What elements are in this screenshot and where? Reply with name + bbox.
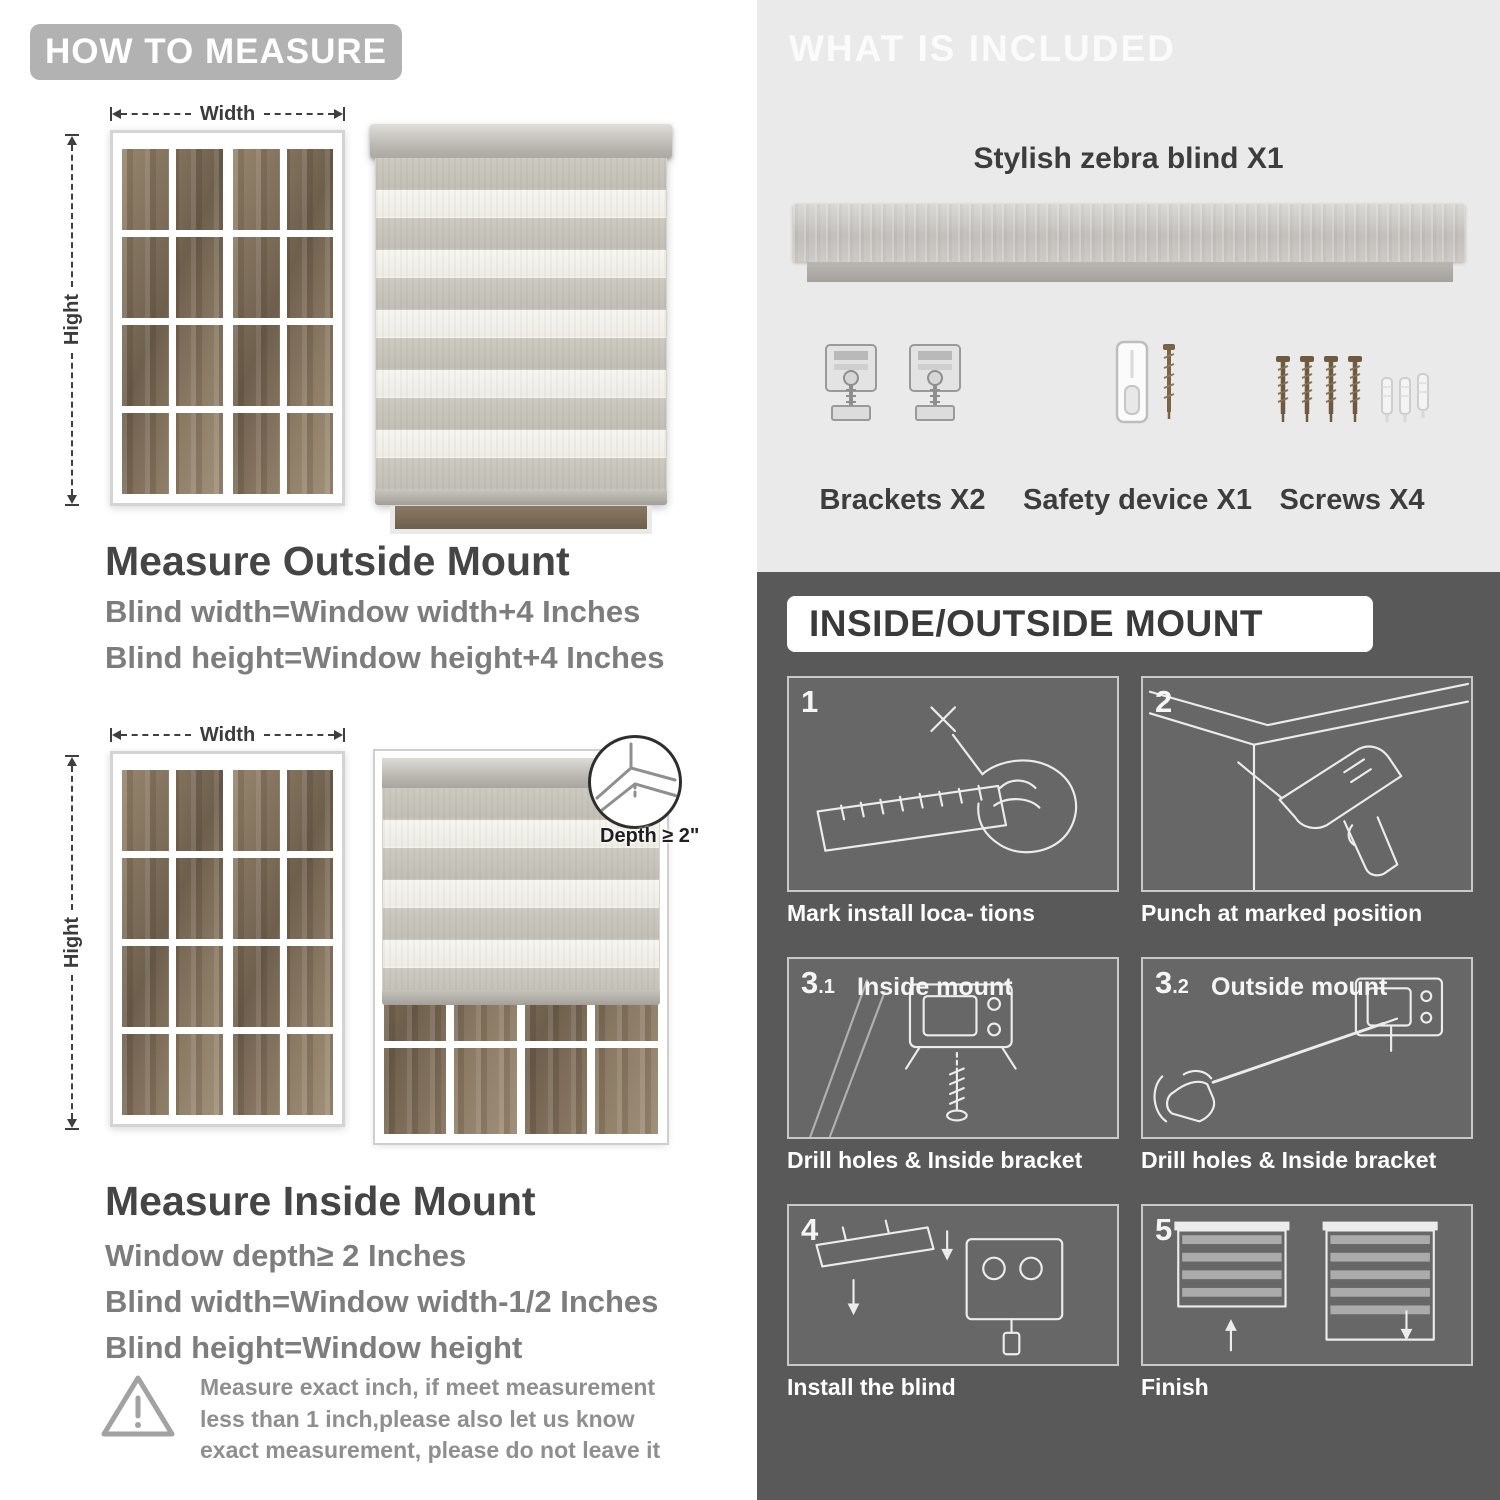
depth-label: Depth ≥ 2" [600, 825, 700, 847]
step-5: 5 Finish [1141, 1204, 1473, 1401]
how-to-measure-header: HOW TO MEASURE [30, 24, 402, 80]
step-caption: Drill holes & Inside bracket [787, 1147, 1083, 1173]
step-2: 2 Punch at marked position [1141, 676, 1473, 927]
mark-locations-illustration [816, 706, 1078, 854]
safety-device-icon [1105, 338, 1200, 438]
measure-note: Measure exact inch, if meet measurement … [100, 1372, 690, 1467]
window-casement [232, 142, 333, 494]
step-4: 4 Install the blind [787, 1204, 1119, 1401]
mount-type-tag: Outside mount [1211, 973, 1388, 1001]
inside-mount-figure: Width Hight [60, 724, 740, 1165]
height-measure-arrow: Hight [61, 134, 83, 506]
step-3-2-panel: 3.2 Outside mount [1141, 957, 1473, 1139]
inside-height-formula: Blind height=Window height [105, 1330, 523, 1365]
inside-bracket-illustration [809, 979, 1017, 1137]
step-number: 3.1 [801, 965, 835, 1000]
headrail-top-face [793, 204, 1465, 262]
step-3-1: 3.1 Inside mount Drill holes & Inside br… [787, 957, 1119, 1174]
step-4-panel: 4 [787, 1204, 1119, 1366]
window-casement [232, 763, 333, 1115]
how-to-measure-section: HOW TO MEASURE Width Hight Measure Outsi… [30, 24, 740, 1467]
step-caption: Finish [1141, 1374, 1209, 1400]
headrail-front-lip [807, 262, 1453, 282]
what-is-included-section: WHAT IS INCLUDED Stylish zebra blind X1 [757, 0, 1500, 572]
brackets-label: Brackets X2 [819, 484, 986, 516]
outside-mount-heading: Measure Outside Mount [105, 538, 570, 584]
what-is-included-header: WHAT IS INCLUDED [789, 28, 1176, 69]
window-illustration [110, 751, 345, 1127]
window-casement [122, 763, 223, 1115]
blind-fabric [375, 158, 667, 490]
zebra-blind-product-illustration [793, 204, 1465, 282]
step-number: 1 [801, 684, 819, 719]
step-number: 3.2 [1155, 965, 1189, 1000]
step-3-1-panel: 3.1 Inside mount [787, 957, 1119, 1139]
zebra-blind-item-label: Stylish zebra blind X1 [973, 142, 1284, 175]
mount-header: INSIDE/OUTSIDE MOUNT [787, 596, 1373, 652]
step-2-panel: 2 [1141, 676, 1473, 892]
inside-mount-heading: Measure Inside Mount [105, 1178, 536, 1224]
right-column: WHAT IS INCLUDED Stylish zebra blind X1 [757, 0, 1500, 1500]
step-caption: Mark install loca- tions [787, 900, 1035, 926]
blind-bottom-rail [375, 490, 667, 505]
finish-illustration [1174, 1221, 1438, 1352]
step-1: 1 Mark install loca- tions [787, 676, 1119, 927]
width-label: Width [199, 102, 256, 125]
install-blind-illustration [815, 1219, 1064, 1356]
zebra-blind-outside-illustration [370, 124, 672, 505]
screws-icon [1269, 348, 1434, 448]
step-5-panel: 5 [1141, 1204, 1473, 1366]
height-label: Hight [60, 294, 83, 346]
height-label: Hight [60, 916, 83, 969]
window-casement [122, 142, 223, 494]
safety-device-label: Safety device X1 [1023, 484, 1252, 516]
outside-bracket-illustration [1153, 977, 1444, 1123]
width-measure-arrow: Width [110, 103, 346, 125]
warning-icon [101, 1375, 175, 1437]
step-1-panel: 1 [787, 676, 1119, 892]
step-3-2: 3.2 Outside mount Drill holes & Inside b… [1141, 957, 1473, 1174]
step-caption: Install the blind [787, 1374, 956, 1400]
mount-type-tag: Inside mount [857, 973, 1013, 1001]
bracket-icon [825, 344, 877, 421]
window-bottom-sliver [390, 506, 652, 534]
frame-corner-illustration [595, 742, 679, 816]
step-caption: Punch at marked position [1141, 900, 1423, 926]
screws-label: Screws X4 [1279, 484, 1425, 516]
step-number: 4 [801, 1212, 819, 1247]
width-label: Width [199, 723, 256, 746]
inside-depth-formula: Window depth≥ 2 Inches [105, 1238, 467, 1273]
outside-width-formula: Blind width=Window width+4 Inches [105, 594, 641, 629]
drill-illustration [1148, 682, 1470, 890]
outside-height-formula: Blind height=Window height+4 Inches [105, 640, 665, 675]
step-caption: Drill holes & Inside bracket [1141, 1147, 1437, 1173]
outside-mount-figure: Width Hight [60, 103, 720, 536]
step-number: 5 [1155, 1212, 1173, 1247]
mount-instructions-section: INSIDE/OUTSIDE MOUNT [757, 572, 1500, 1500]
bracket-icon [909, 344, 961, 421]
brackets-icon-group [819, 340, 967, 426]
inside-width-formula: Blind width=Window width-1/2 Inches [105, 1284, 659, 1319]
width-measure-arrow: Width [110, 724, 346, 746]
step-number: 2 [1155, 684, 1173, 719]
height-measure-arrow: Hight [61, 755, 83, 1130]
depth-detail-callout [588, 735, 682, 829]
window-illustration [110, 130, 345, 506]
blind-bottom-rail [382, 990, 660, 1005]
blind-headrail [370, 124, 672, 158]
measure-note-text: Measure exact inch, if meet measurement … [200, 1374, 661, 1464]
install-steps: 1 Mark install loca- tions [787, 676, 1473, 1401]
